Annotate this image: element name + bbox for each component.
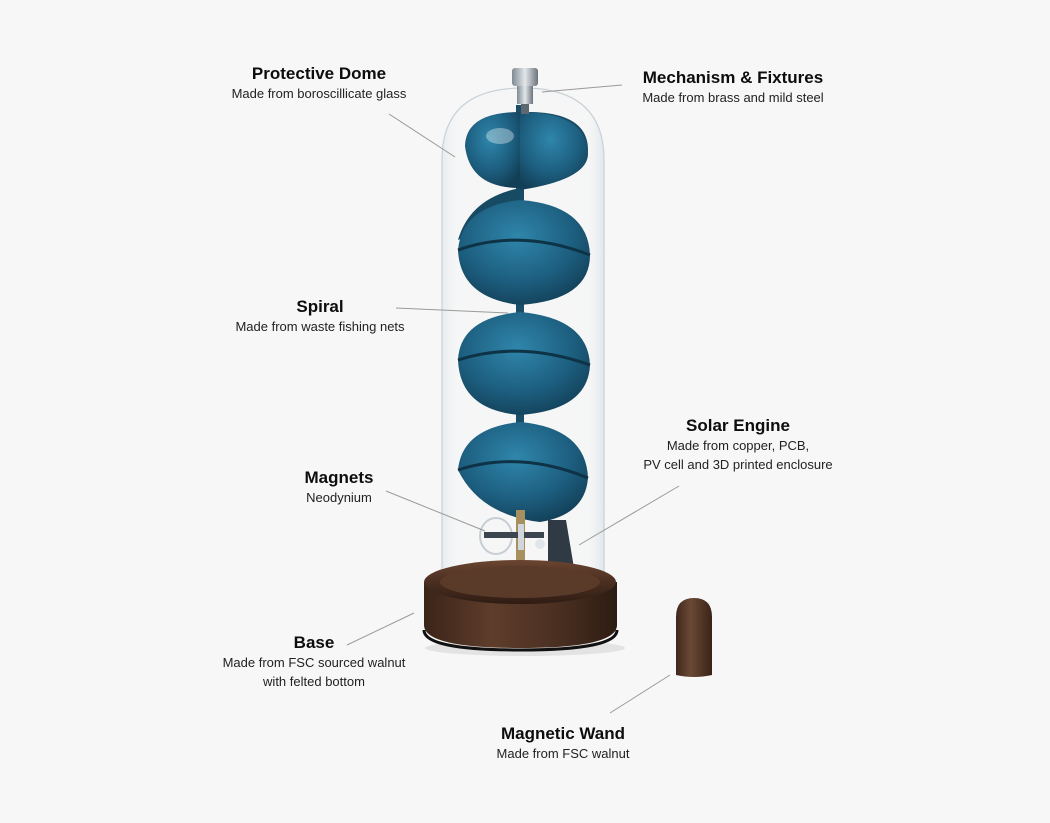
label-description: Made from waste fishing nets xyxy=(235,319,405,334)
label-title: Magnetic Wand xyxy=(500,724,626,743)
spiral xyxy=(457,111,591,522)
label-description: with felted bottom xyxy=(263,674,365,689)
label-base: Base Made from FSC sourced walnut with f… xyxy=(199,632,429,691)
label-description: Neodynium xyxy=(306,490,372,505)
magnets xyxy=(479,517,545,555)
label-description: Made from FSC sourced walnut xyxy=(222,655,406,670)
label-mechanism-fixtures: Mechanism & Fixtures Made from brass and… xyxy=(608,67,858,107)
label-title: Solar Engine xyxy=(686,416,790,435)
label-description: Made from copper, PCB, xyxy=(666,438,810,453)
walnut-base xyxy=(422,560,619,652)
label-description: PV cell and 3D printed enclosure xyxy=(643,457,833,472)
leader-lines xyxy=(346,84,680,714)
label-spiral: Spiral Made from waste fishing nets xyxy=(210,296,430,336)
label-title: Mechanism & Fixtures xyxy=(642,68,824,87)
top-fixture xyxy=(512,68,538,114)
label-title: Protective Dome xyxy=(251,64,387,83)
magnetic-wand xyxy=(676,598,712,677)
label-magnets: Magnets Neodynium xyxy=(279,467,399,507)
label-title: Magnets xyxy=(304,468,374,487)
label-description: Made from FSC walnut xyxy=(496,746,630,761)
label-title: Base xyxy=(293,633,335,652)
label-solar-engine: Solar Engine Made from copper, PCB, PV c… xyxy=(618,415,858,474)
label-description: Made from brass and mild steel xyxy=(642,90,824,105)
label-description: Made from boroscillicate glass xyxy=(231,86,407,101)
label-magnetic-wand: Magnetic Wand Made from FSC walnut xyxy=(463,723,663,763)
label-title: Spiral xyxy=(296,297,344,316)
label-protective-dome: Protective Dome Made from boroscillicate… xyxy=(200,63,438,103)
